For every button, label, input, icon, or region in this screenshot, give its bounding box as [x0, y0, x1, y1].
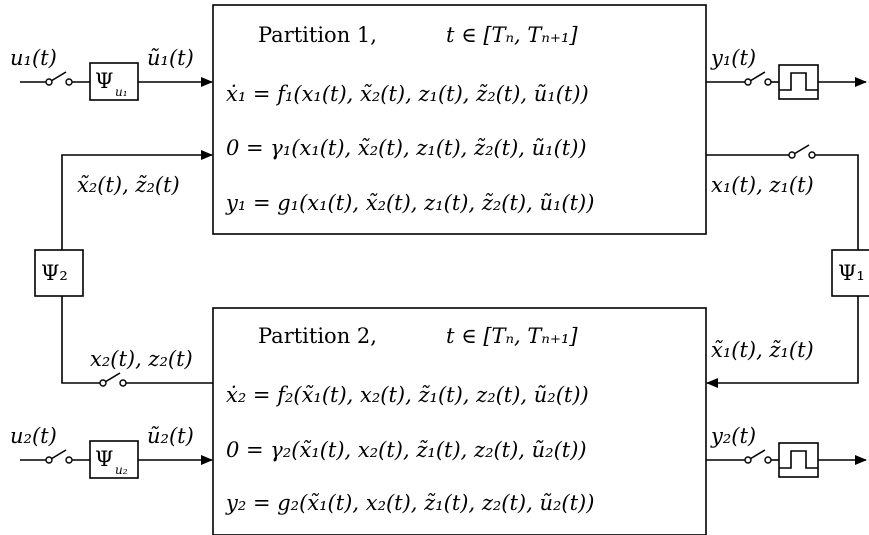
switch-icon — [744, 71, 772, 86]
x1z1-wire-to-psi-1 — [815, 154, 859, 250]
x2z2-label: x₂(t), z₂(t) — [90, 347, 193, 371]
partition-1-output-equation: y₁ = g₁(x₁(t), x̃₂(t), z₁(t), z̃₂(t), ũ₁… — [225, 191, 594, 215]
switch-icon — [45, 449, 73, 464]
psi-u1-label: Ψ — [95, 69, 113, 93]
partition-2-algebraic-equation: 0 = γ₂(x̃₁(t), x₂(t), z̃₁(t), z₂(t), ũ₂(… — [226, 438, 587, 462]
psi-1-block — [831, 249, 869, 297]
psi-2-label: Ψ₂ — [41, 261, 68, 285]
partition-2-state-equation: ẋ₂ = f₂(x̃₁(t), x₂(t), z̃₁(t), z₂(t), ũ₂… — [226, 383, 589, 407]
u1-tilde-label: ũ₁(t) — [147, 46, 194, 70]
partition-1-box — [212, 4, 707, 235]
partition-1-interval: t ∈ [Tₙ, Tₙ₊₁] — [446, 23, 578, 47]
psi-2-block — [34, 249, 84, 297]
x1z1-label: x₁(t), z₁(t) — [711, 173, 814, 197]
y2-label: y₂(t) — [710, 424, 756, 448]
u2-tilde-label: ũ₂(t) — [147, 424, 194, 448]
switch-icon — [788, 144, 816, 159]
partition-2-output-equation: y₂ = g₂(x̃₁(t), x₂(t), z̃₁(t), z₂(t), ũ₂… — [225, 491, 594, 515]
zero-order-hold-icon — [778, 442, 819, 478]
zero-order-hold-icon — [778, 64, 819, 100]
partition-2-title: Partition 2, — [258, 324, 377, 348]
partition-1-state-equation: ẋ₁ = f₁(x₁(t), x̃₂(t), z₁(t), z̃₂(t), ũ₁… — [226, 82, 589, 106]
switch-icon — [45, 71, 73, 86]
partition-1-title: Partition 1, — [258, 23, 377, 47]
x2z2-wire-from-partition-2 — [61, 296, 100, 384]
psi-u1-block — [89, 62, 139, 101]
switch-icon — [99, 372, 127, 387]
x2z2-tilde-feed-line — [61, 150, 213, 250]
partition-2-interval: t ∈ [Tₙ, Tₙ₊₁] — [446, 324, 578, 348]
u2-label: u₂(t) — [10, 424, 57, 448]
u1-label: u₁(t) — [10, 46, 57, 70]
psi-u1-subscript: u₁ — [115, 85, 128, 99]
psi-1-label: Ψ₁ — [838, 261, 865, 285]
x1z1-tilde-feed-line — [706, 296, 859, 388]
psi-u2-subscript: u₂ — [115, 463, 128, 477]
switch-icon — [744, 449, 772, 464]
partition-1-algebraic-equation: 0 = γ₁(x₁(t), x̃₂(t), z₁(t), z̃₂(t), ũ₁(… — [226, 136, 587, 160]
psi-u2-label: Ψ — [95, 447, 113, 471]
partition-2-box — [212, 307, 707, 535]
x2z2-tilde-label: x̃₂(t), z̃₂(t) — [77, 173, 180, 197]
y1-label: y₁(t) — [710, 46, 756, 70]
x1z1-tilde-label: x̃₁(t), z̃₁(t) — [711, 338, 814, 362]
